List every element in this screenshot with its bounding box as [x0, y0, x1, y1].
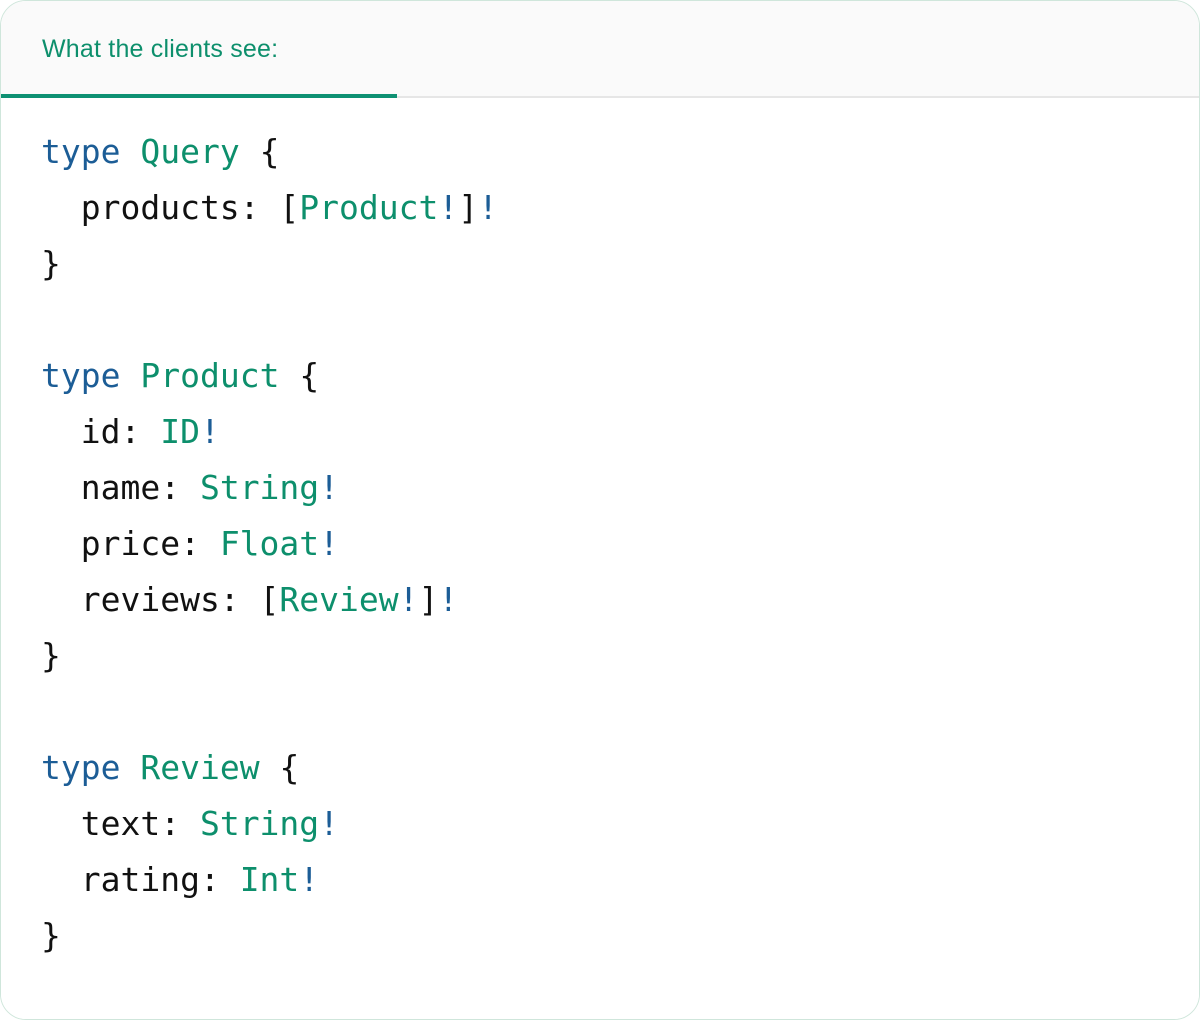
code-line: price: Float!: [41, 516, 1199, 572]
code-token-field: id:: [41, 412, 161, 451]
code-token-type: Review: [140, 748, 260, 787]
code-line: products: [Product!]!: [41, 180, 1199, 236]
code-token-field: price:: [41, 524, 220, 563]
code-line: [41, 684, 1199, 740]
code-token-type: String: [199, 468, 320, 507]
code-line: }: [41, 628, 1199, 684]
code-token-punc: {: [259, 132, 280, 171]
code-token-punc: [: [259, 580, 280, 619]
code-token-type: String: [199, 804, 320, 843]
code-line: type Query {: [41, 124, 1199, 180]
code-line: text: String!: [41, 796, 1199, 852]
code-token-bang: !: [438, 188, 459, 227]
code-line: [41, 292, 1199, 348]
code-token-punc: [: [279, 188, 300, 227]
code-token-punc: }: [41, 636, 61, 675]
code-token-type: Float: [219, 524, 320, 563]
code-token-plain: [120, 748, 140, 787]
code-token-punc: }: [41, 244, 61, 283]
code-area: type Query { products: [Product!]! } typ…: [1, 98, 1199, 1019]
code-line: id: ID!: [41, 404, 1199, 460]
code-token-type: Review: [279, 580, 399, 619]
code-token-punc: {: [279, 748, 300, 787]
code-line: name: String!: [41, 460, 1199, 516]
code-token-type: Int: [239, 860, 300, 899]
code-token-plain: [120, 356, 140, 395]
code-token-type: Product: [140, 356, 280, 395]
code-line: rating: Int!: [41, 852, 1199, 908]
code-token-bang: !: [319, 524, 340, 563]
code-token-bang: !: [478, 188, 498, 227]
code-token-plain: [279, 356, 299, 395]
code-token-bang: !: [438, 580, 459, 619]
code-token-field: rating:: [41, 860, 240, 899]
code-token-type: ID: [160, 412, 200, 451]
code-line: }: [41, 236, 1199, 292]
code-token-kw: type: [41, 132, 121, 171]
code-token-punc: {: [299, 356, 320, 395]
code-token-kw: type: [41, 356, 121, 395]
code-token-bang: !: [398, 580, 419, 619]
tab-what-the-clients-see[interactable]: What the clients see:: [1, 1, 397, 98]
code-token-punc: ]: [458, 188, 479, 227]
code-line: reviews: [Review!]!: [41, 572, 1199, 628]
code-token-field: name:: [41, 468, 200, 507]
code-token-plain: [260, 748, 280, 787]
code-line: type Review {: [41, 740, 1199, 796]
code-token-field: reviews:: [41, 580, 260, 619]
code-token-bang: !: [299, 860, 320, 899]
code-line: }: [41, 908, 1199, 964]
tab-strip: What the clients see:: [1, 1, 1199, 98]
code-token-field: text:: [41, 804, 200, 843]
code-token-kw: type: [41, 748, 121, 787]
code-token-type: Query: [140, 132, 240, 171]
code-token-bang: !: [199, 412, 220, 451]
code-token-punc: }: [41, 916, 61, 955]
code-line: type Product {: [41, 348, 1199, 404]
code-token-plain: [120, 132, 140, 171]
graphql-schema-code[interactable]: type Query { products: [Product!]! } typ…: [1, 124, 1199, 964]
code-token-field: products:: [41, 188, 280, 227]
code-token-bang: !: [319, 468, 340, 507]
code-token-punc: ]: [418, 580, 439, 619]
code-token-type: Product: [299, 188, 439, 227]
code-token-bang: !: [319, 804, 340, 843]
tab-label: What the clients see:: [42, 35, 279, 63]
code-token-plain: [240, 132, 260, 171]
